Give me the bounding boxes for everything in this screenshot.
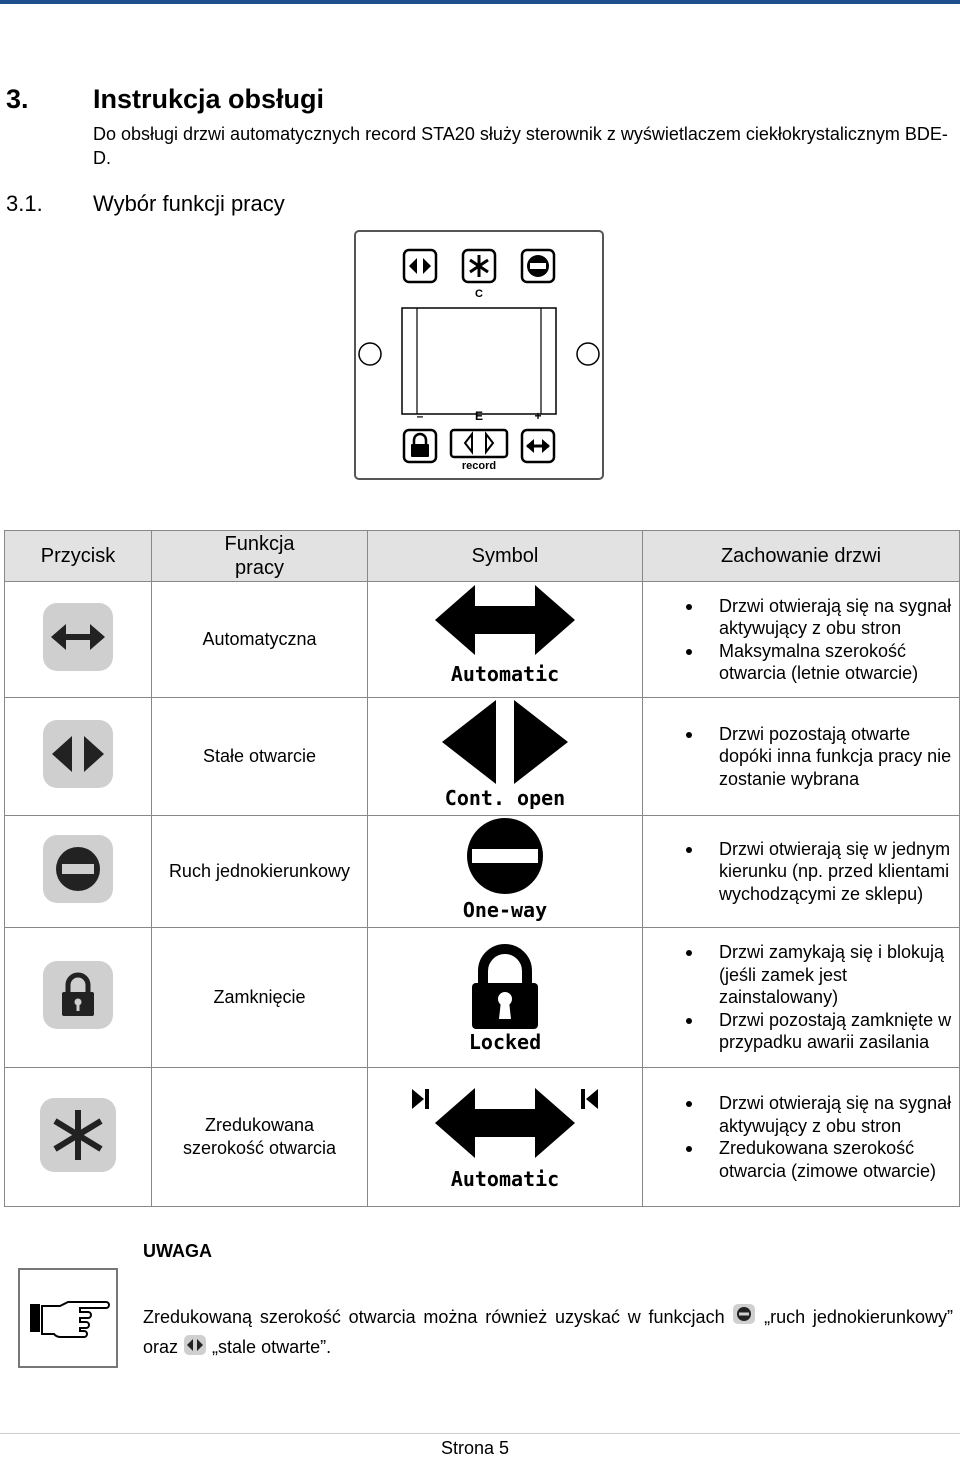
symbol-cell: Cont. open bbox=[367, 697, 643, 816]
behavior-item: Drzwi zamykają się i blokują (jeśli zame… bbox=[686, 941, 959, 1009]
behavior-cell: Drzwi otwierają się na sygnał aktywujący… bbox=[642, 581, 960, 698]
symbol-cell: Automatic bbox=[367, 1067, 643, 1207]
header-behavior: Zachowanie drzwi bbox=[642, 530, 960, 582]
function-label: Zredukowana szerokość otwarcia bbox=[182, 1115, 337, 1158]
button-cell bbox=[4, 815, 152, 928]
locked-symbol-icon: Locked bbox=[469, 944, 541, 1054]
one-way-icon bbox=[732, 1303, 756, 1333]
symbol-label: Automatic bbox=[451, 662, 559, 686]
section-title: Instrukcja obsługi bbox=[93, 84, 325, 114]
symbol-label: One-way bbox=[463, 898, 547, 922]
behavior-item: Drzwi pozostają otwarte dopóki inna funk… bbox=[686, 723, 959, 791]
symbol-label: Automatic bbox=[451, 1167, 559, 1191]
symbol-label: Cont. open bbox=[445, 786, 565, 810]
pointing-hand-icon bbox=[30, 1301, 110, 1338]
behavior-item: Maksymalna szerokość otwarcia (letnie ot… bbox=[686, 640, 959, 685]
reduced-automatic-symbol-icon: Automatic bbox=[412, 1087, 598, 1191]
brand-label: record bbox=[462, 460, 496, 472]
footer-rule bbox=[0, 1433, 960, 1434]
behavior-cell: Drzwi otwierają się w jednym kierunku (n… bbox=[642, 815, 960, 928]
right-screw bbox=[576, 342, 600, 366]
table-row: Zredukowana szerokość otwarcia Automatic… bbox=[4, 1067, 960, 1207]
behavior-item: Drzwi otwierają się na sygnał aktywujący… bbox=[686, 1092, 959, 1137]
section-intro: Do obsługi drzwi automatycznych record S… bbox=[93, 124, 948, 168]
lock-icon bbox=[43, 961, 113, 1029]
note-heading: UWAGA bbox=[143, 1241, 212, 1261]
note-text-part3: „stale otwarte”. bbox=[212, 1337, 332, 1358]
note-text-part2: „ruch jednokierunkowy” oraz bbox=[143, 1307, 953, 1358]
behavior-cell: Drzwi otwierają się na sygnał aktywujący… bbox=[642, 1067, 960, 1207]
one-way-icon bbox=[43, 835, 113, 903]
function-cell: Zamknięcie bbox=[151, 927, 368, 1068]
lcd-display bbox=[401, 307, 557, 415]
behavior-item: Zredukowana szerokość otwarcia (zimowe o… bbox=[686, 1137, 959, 1182]
behavior-cell: Drzwi pozostają otwarte dopóki inna funk… bbox=[642, 697, 960, 816]
function-cell: Zredukowana szerokość otwarcia bbox=[151, 1067, 368, 1207]
cont-open-icon bbox=[43, 720, 113, 788]
button-cell bbox=[4, 581, 152, 698]
page-number: Strona 5 bbox=[441, 1438, 510, 1458]
left-screw bbox=[358, 342, 382, 366]
behavior-item: Drzwi pozostają zamknięte w przypadku aw… bbox=[686, 1009, 959, 1054]
header-symbol: Symbol bbox=[367, 530, 643, 582]
table-row: Stałe otwarcie Cont. open Drzwi pozostaj… bbox=[4, 697, 960, 816]
cont-open-icon bbox=[183, 1334, 207, 1364]
key-plus-label: + bbox=[534, 409, 541, 423]
behavior-item: Drzwi otwierają się w jednym kierunku (n… bbox=[686, 838, 959, 906]
key-c-label: C bbox=[475, 288, 483, 300]
top-rule bbox=[0, 0, 960, 4]
cont-open-symbol-icon: Cont. open bbox=[442, 700, 568, 810]
subsection-number: 3.1. bbox=[6, 191, 43, 216]
functions-table: Przycisk Funkcja pracy Symbol Zachowanie… bbox=[4, 530, 960, 1207]
symbol-cell: One-way bbox=[367, 815, 643, 928]
automatic-arrow-icon bbox=[43, 603, 113, 671]
header-button: Przycisk bbox=[4, 530, 152, 582]
key-minus-label: – bbox=[417, 409, 424, 423]
button-cell bbox=[4, 697, 152, 816]
control-panel-bde-d: C – E + record bbox=[354, 230, 604, 480]
function-cell: Stałe otwarcie bbox=[151, 697, 368, 816]
cont-open-icon[interactable] bbox=[402, 248, 438, 284]
automatic-icon[interactable] bbox=[520, 428, 556, 464]
table-row: Zamknięcie Locked Drzwi zamykają się i b… bbox=[4, 927, 960, 1068]
one-way-icon[interactable] bbox=[520, 248, 556, 284]
button-cell bbox=[4, 927, 152, 1068]
header-function-label: Funkcja pracy bbox=[224, 533, 295, 579]
record-logo-icon[interactable]: record bbox=[449, 428, 509, 472]
subsection-title: Wybór funkcji pracy bbox=[93, 191, 285, 216]
button-cell bbox=[4, 1067, 152, 1207]
symbol-cell: Automatic bbox=[367, 581, 643, 698]
note-text-part1: Zredukowaną szerokość otwarcia można rów… bbox=[143, 1307, 725, 1327]
lock-icon[interactable] bbox=[402, 428, 438, 464]
behavior-item: Drzwi otwierają się na sygnał aktywujący… bbox=[686, 595, 959, 640]
function-cell: Automatyczna bbox=[151, 581, 368, 698]
note-icon-box bbox=[18, 1268, 118, 1368]
behavior-cell: Drzwi zamykają się i blokują (jeśli zame… bbox=[642, 927, 960, 1068]
table-row: Ruch jednokierunkowy One-way Drzwi otwie… bbox=[4, 815, 960, 928]
reduced-width-icon[interactable] bbox=[461, 248, 497, 284]
key-e-label: E bbox=[475, 409, 483, 423]
symbol-cell: Locked bbox=[367, 927, 643, 1068]
table-header-row: Przycisk Funkcja pracy Symbol Zachowanie… bbox=[4, 530, 960, 582]
symbol-label: Locked bbox=[469, 1030, 541, 1051]
header-function: Funkcja pracy bbox=[151, 530, 368, 582]
function-cell: Ruch jednokierunkowy bbox=[151, 815, 368, 928]
note-text: Zredukowaną szerokość otwarcia można rów… bbox=[143, 1303, 953, 1364]
one-way-symbol-icon: One-way bbox=[463, 818, 547, 922]
table-row: Automatyczna Automatic Drzwi otwierają s… bbox=[4, 581, 960, 698]
section-number: 3. bbox=[6, 84, 29, 114]
reduced-width-icon bbox=[40, 1097, 116, 1172]
automatic-symbol-icon: Automatic bbox=[435, 585, 575, 686]
